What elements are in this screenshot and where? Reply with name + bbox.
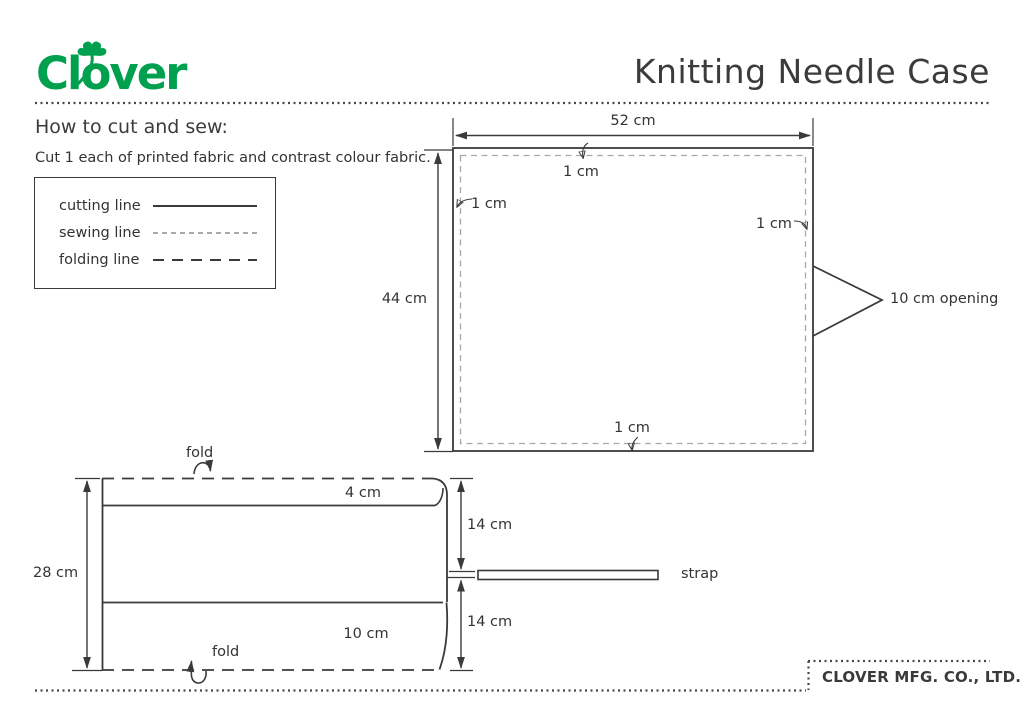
page-title: Knitting Needle Case — [633, 52, 990, 91]
dim-28-label: 28 cm — [33, 565, 79, 581]
main-panel-cutting-line — [452, 147, 814, 452]
dim-44-label: 44 cm — [381, 291, 427, 307]
fold-bottom-arrow — [186, 660, 207, 684]
main-panel-sewing-line — [459, 154, 807, 445]
fold-top-label: fold — [186, 445, 214, 461]
folding-line-sample — [153, 258, 257, 262]
legend-sewing-label: sewing line — [59, 225, 141, 241]
legend-folding-label: folding line — [59, 252, 140, 268]
cutting-line-sample — [153, 205, 257, 207]
legend-row-sewing: sewing line — [59, 225, 261, 241]
strip-4cm-flap-curl — [434, 487, 444, 507]
footer-company-name: CLOVER MFG. CO., LTD. — [822, 668, 1022, 686]
clover-stem — [74, 54, 94, 88]
seam-top-pointer — [583, 142, 589, 157]
fold-bottom-label: fold — [212, 644, 240, 660]
seam-right-pointer — [793, 220, 807, 228]
sewing-line-sample — [153, 232, 257, 234]
legend-row-cutting: cutting line — [59, 198, 261, 214]
strip-bottom-fold-curl — [438, 602, 449, 670]
seam-top-label: 1 cm — [563, 164, 599, 180]
strap-shape — [477, 569, 659, 581]
fold-top-arrow — [193, 459, 213, 475]
seam-right-label: 1 cm — [756, 216, 792, 232]
dim-52-label: 52 cm — [610, 113, 656, 129]
strap-label: strap — [681, 566, 719, 582]
intro-heading: How to cut and sew: — [35, 116, 228, 138]
opening-callout-triangle — [812, 265, 884, 337]
dim-14b-label: 14 cm — [467, 614, 513, 630]
legend-row-folding: folding line — [59, 252, 261, 268]
flap-4cm-label: 4 cm — [345, 485, 381, 501]
strip-right-fold-edge — [432, 477, 448, 602]
opening-label: 10 cm opening — [890, 291, 999, 307]
clover-leaf-icon — [77, 41, 107, 56]
seam-left-label: 1 cm — [471, 196, 507, 212]
seam-left-pointer — [458, 198, 473, 206]
clover-logo-graphic: Clover — [36, 41, 190, 100]
intro-subtitle: Cut 1 each of printed fabric and contras… — [35, 150, 431, 166]
seam-bottom-pointer — [632, 436, 639, 449]
seam-bottom-label: 1 cm — [614, 420, 650, 436]
clover-logo-text: Clover — [36, 47, 188, 100]
flap-10cm-label: 10 cm — [343, 626, 389, 642]
legend-cutting-label: cutting line — [59, 198, 141, 214]
clover-logo: Clover — [36, 26, 236, 102]
legend-box: cutting line sewing line folding line — [34, 177, 276, 289]
dim-14a-label: 14 cm — [467, 517, 513, 533]
